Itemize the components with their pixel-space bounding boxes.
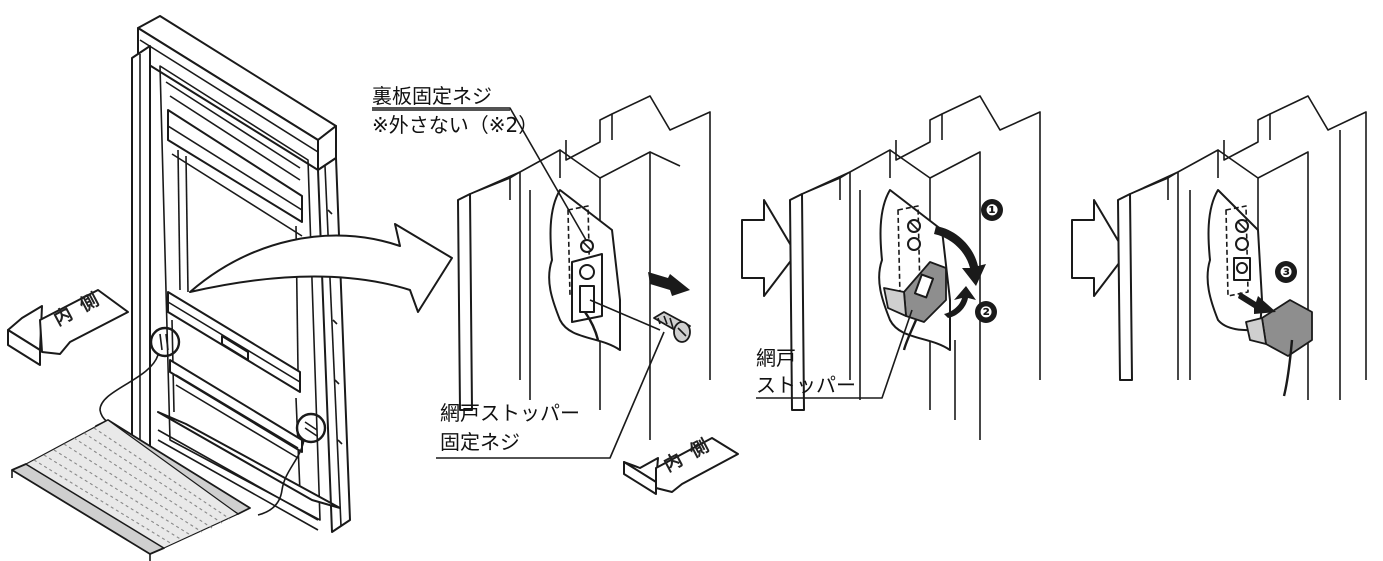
detail-circle-lower: [295, 412, 327, 444]
step2-panel: ❶ ❷ 網戸 ストッパー: [756, 95, 1041, 440]
step-number-3: [1275, 261, 1297, 283]
detail-circle-upper: [149, 326, 181, 358]
step-number-1: [981, 199, 1003, 221]
back-plate-screw-leader: [372, 107, 587, 241]
step-number-2-text: ❷: [980, 303, 993, 321]
step3-panel: ❸: [1117, 95, 1367, 400]
stopper-leader: [756, 309, 913, 399]
back-plate-screw-label-1: 裏板固定ネジ: [372, 84, 492, 108]
indoor-side-arrow-left: 内 側: [7, 289, 129, 366]
window-unit: [99, 15, 351, 533]
stopper-label-2: ストッパー: [756, 373, 856, 397]
step-number-3-text: ❸: [1280, 263, 1293, 281]
step-number-2: [975, 301, 997, 323]
curved-transition-arrow: [189, 223, 453, 313]
back-plate-screw-label-2: ※外さない（※2）: [372, 113, 538, 137]
pleated-screen: [11, 419, 251, 561]
indoor-side-arrow-step1: 内 側: [623, 435, 739, 495]
stopper-screw-label-2: 固定ネジ: [440, 430, 520, 454]
stopper-label-1: 網戸: [756, 346, 796, 370]
step-arrow-1: [741, 199, 797, 297]
step-number-1-text: ❶: [986, 201, 999, 219]
stopper-fixing-screw: [653, 311, 691, 343]
step1-panel: 内 側 裏板固定ネジ ※外さない（※2） 網戸ストッパー 固定ネジ: [372, 84, 739, 495]
step-arrow-2: [1071, 199, 1127, 297]
stopper-screw-label-1: 網戸ストッパー: [440, 401, 580, 425]
stopper-screw-leader: [436, 331, 665, 459]
